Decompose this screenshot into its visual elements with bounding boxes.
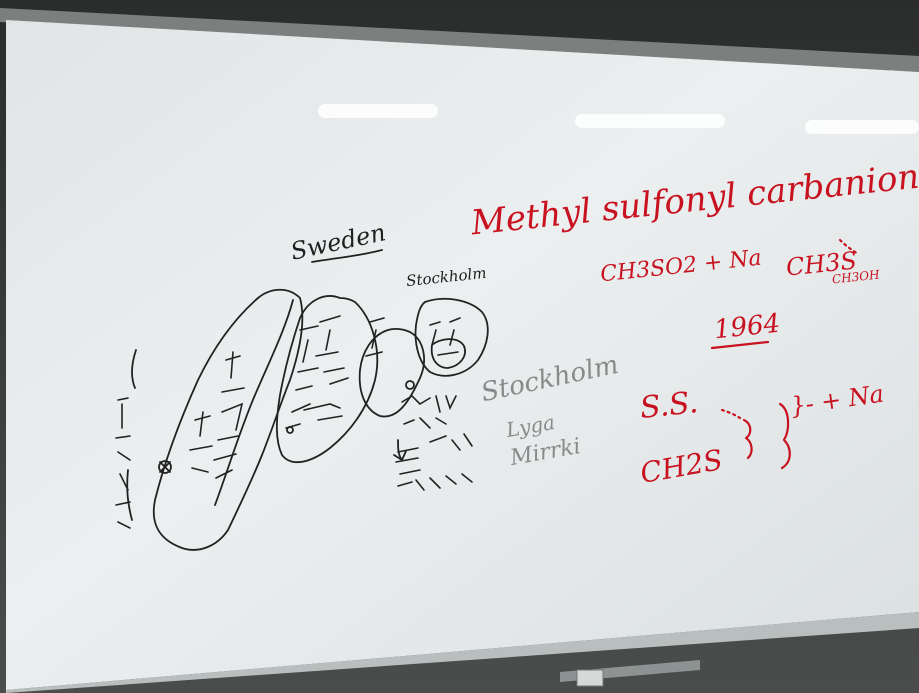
board-surface (6, 20, 919, 690)
light-reflection (805, 120, 919, 134)
japanese-scribbles (115, 315, 473, 529)
light-reflection (575, 114, 725, 128)
tray-clip (576, 669, 604, 687)
red-marker-strokes (710, 238, 860, 470)
marker-tray (6, 612, 919, 693)
scandinavia-sketch (126, 249, 489, 551)
board-top-rail (0, 8, 919, 72)
light-reflection (318, 104, 438, 118)
initials-ss: S.S. (638, 385, 700, 426)
